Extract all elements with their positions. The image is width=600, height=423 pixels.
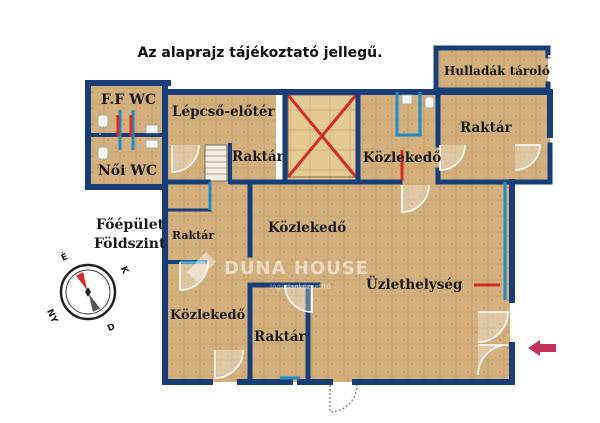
stair-steps xyxy=(204,144,228,182)
room-label-waste-storage: Hulladák tároló xyxy=(444,64,550,78)
room-label-ff-wc: F.F WC xyxy=(101,92,157,108)
fixtures xyxy=(97,94,435,160)
room-label-corridor-center: Közlekedő xyxy=(268,220,347,236)
building-label-line2: Földszint xyxy=(94,236,166,252)
watermark-sub: Ingatlanközvetítő xyxy=(270,283,331,291)
watermark xyxy=(187,252,216,282)
room-label-storage-left: Raktár xyxy=(172,229,215,242)
room-label-storage-small: Raktár xyxy=(232,149,284,165)
page-title: Az alaprajz tájékoztató jellegű. xyxy=(137,45,383,61)
room-label-storage-bottom: Raktár xyxy=(254,329,306,345)
room-label-noi-wc: Női WC xyxy=(98,163,158,179)
door-swings xyxy=(99,55,573,413)
red-marks xyxy=(116,115,500,287)
walls xyxy=(85,45,553,385)
building-label-line1: Főépület xyxy=(96,217,165,233)
accent-walls xyxy=(118,92,507,380)
room-label-corridor-top: Közlekedő xyxy=(363,150,442,166)
compass-icon xyxy=(59,263,117,321)
room-label-corridor-left: Közlekedő xyxy=(170,308,246,323)
watermark-brand: DUNA HOUSE xyxy=(224,258,370,279)
room-label-stair-lobby: Lépcső-előtér xyxy=(172,104,275,120)
entrance-arrow-icon xyxy=(528,340,556,356)
room-label-storage-right: Raktár xyxy=(460,120,512,136)
room-label-shop: Üzlethelység xyxy=(366,277,463,293)
